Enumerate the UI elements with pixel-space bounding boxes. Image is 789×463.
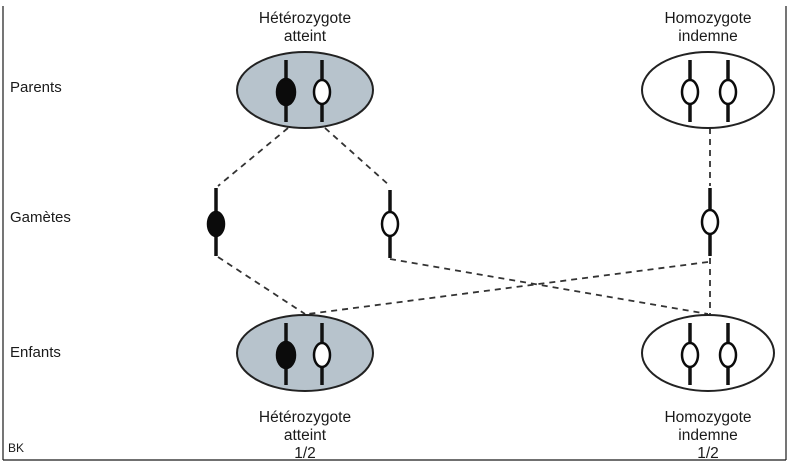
gamete-right-to-child-left — [307, 261, 709, 315]
normal-allele-icon — [312, 78, 332, 106]
parent-left-to-gamete-mutant — [217, 127, 289, 187]
normal-allele-icon — [680, 341, 700, 369]
row-label-gametes: Gamètes — [10, 209, 71, 226]
child-right-ratio: 1/2 — [697, 445, 719, 462]
normal-allele-icon — [680, 78, 700, 106]
mutant-allele-icon — [206, 210, 226, 238]
mutant-allele-icon — [275, 77, 297, 107]
child-left-cell — [236, 314, 374, 392]
normal-allele-icon — [700, 208, 720, 236]
gamete-mutant-to-child-left — [217, 256, 306, 315]
normal-allele-icon — [380, 210, 400, 238]
parent-right-title-line1: Homozygote — [664, 10, 751, 27]
parent-left-title-line1: Hétérozygote — [259, 10, 351, 27]
gamete-mutant — [206, 188, 226, 256]
gamete-normal-right — [700, 188, 720, 256]
cell-membrane-plain — [641, 51, 775, 129]
gamete-normal-left — [380, 190, 400, 258]
child-left-caption-line2: atteint — [284, 427, 327, 444]
parent-left-to-gamete-normal — [324, 127, 391, 187]
cross-lines — [217, 127, 711, 315]
child-left-caption-line1: Hétérozygote — [259, 409, 351, 426]
normal-allele-icon — [718, 78, 738, 106]
normal-allele-icon — [718, 341, 738, 369]
normal-allele-icon — [312, 341, 332, 369]
child-left-ratio: 1/2 — [294, 445, 316, 462]
gamete-normal-to-child-right — [389, 258, 709, 315]
cell-membrane-plain — [641, 314, 775, 392]
cell-membrane-shaded — [236, 314, 374, 392]
parent-left-cell — [236, 51, 374, 129]
row-label-children: Enfants — [10, 344, 61, 361]
mutant-allele-icon — [275, 340, 297, 370]
child-right-cell — [641, 314, 775, 392]
corner-mark: BK — [8, 441, 24, 455]
parent-right-cell — [641, 51, 775, 129]
row-label-parents: Parents — [10, 79, 62, 96]
parent-left-title-line2: atteint — [284, 28, 327, 45]
parent-right-title-line2: indemne — [678, 28, 737, 45]
cell-membrane-shaded — [236, 51, 374, 129]
child-right-caption-line2: indemne — [678, 427, 737, 444]
child-right-caption-line1: Homozygote — [664, 409, 751, 426]
